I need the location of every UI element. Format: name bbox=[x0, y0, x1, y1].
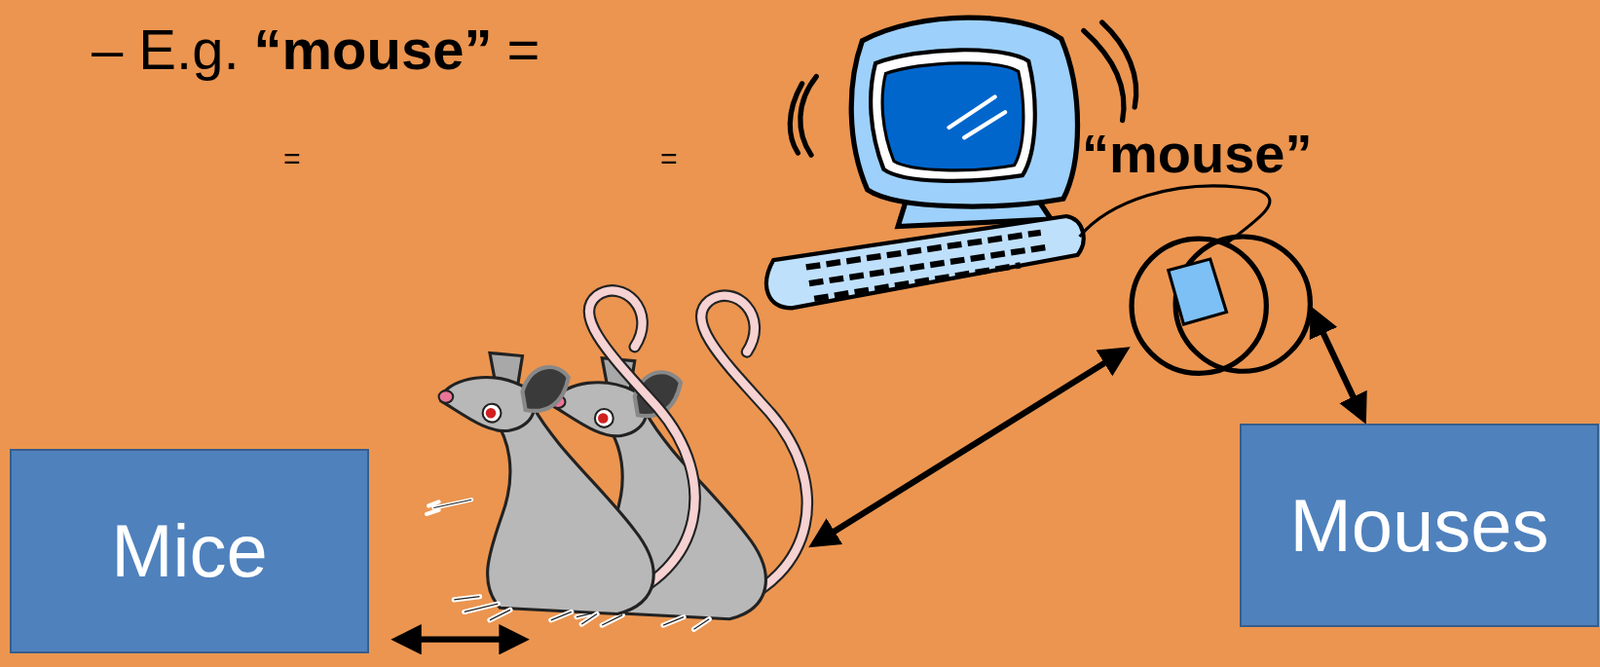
concept-box: Mouses bbox=[1239, 423, 1600, 628]
monitor-screen bbox=[882, 63, 1024, 171]
keyboard-body bbox=[766, 216, 1084, 308]
double-arrow bbox=[816, 351, 1122, 543]
double-arrow bbox=[400, 636, 521, 643]
concept-box: Mice bbox=[9, 448, 370, 654]
annotation-text: = bbox=[283, 144, 301, 174]
keyboard bbox=[766, 216, 1084, 308]
example-text: – E.g. bbox=[91, 21, 240, 78]
mouse-body bbox=[1168, 259, 1228, 325]
annotation-text: = bbox=[660, 144, 678, 174]
screen-glare bbox=[948, 97, 1005, 139]
rat-figure bbox=[426, 290, 696, 625]
example-text: = bbox=[507, 21, 541, 78]
monitor-bezel bbox=[870, 49, 1036, 182]
computer-monitor bbox=[789, 17, 1136, 226]
computer-mouse bbox=[1131, 236, 1310, 373]
example-line: – E.g.“mouse”= bbox=[91, 21, 540, 78]
vibration-line bbox=[1083, 22, 1137, 121]
monitor-casing bbox=[851, 17, 1078, 207]
keyboard-keys bbox=[806, 232, 1049, 299]
vibration-line bbox=[789, 76, 817, 156]
box-label: Mice bbox=[111, 514, 267, 589]
annotation-text: “mouse” bbox=[1081, 126, 1313, 182]
example-text: “mouse” bbox=[254, 21, 493, 78]
box-label: Mouses bbox=[1289, 488, 1549, 563]
double-arrow bbox=[1314, 314, 1363, 417]
